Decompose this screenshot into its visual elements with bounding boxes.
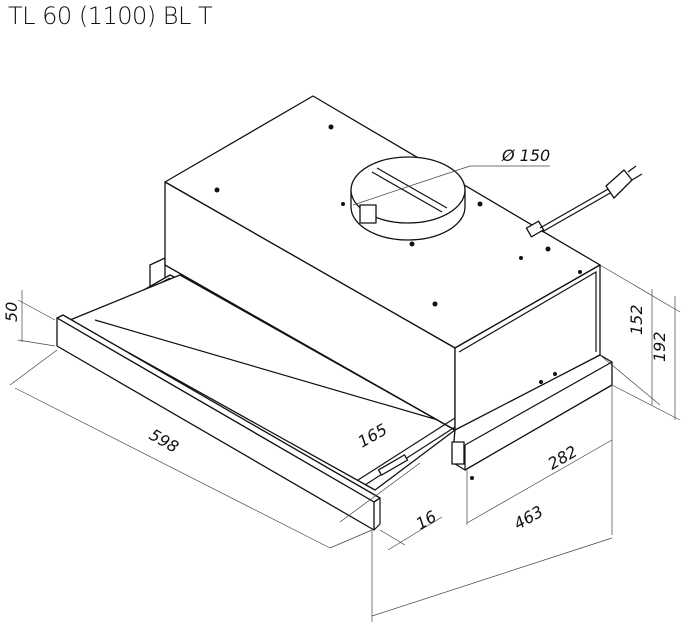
model-title: TL 60 (1100) BL T — [8, 2, 213, 30]
dim-body-height: 152 — [627, 304, 646, 335]
power-cord-icon — [525, 165, 643, 238]
dim-total-height: 192 — [650, 331, 669, 362]
dim-front-height: 50 — [2, 302, 21, 322]
dim-duct-diameter: Ø 150 — [501, 146, 550, 165]
dim-total-depth: 463 — [511, 502, 547, 534]
front-rail — [357, 417, 456, 486]
dim-front-thickness: 16 — [413, 507, 440, 534]
dimension-lines — [9, 165, 681, 622]
duct-collar — [350, 156, 466, 241]
dim-width: 598 — [146, 425, 182, 457]
front-panel — [56, 314, 381, 531]
